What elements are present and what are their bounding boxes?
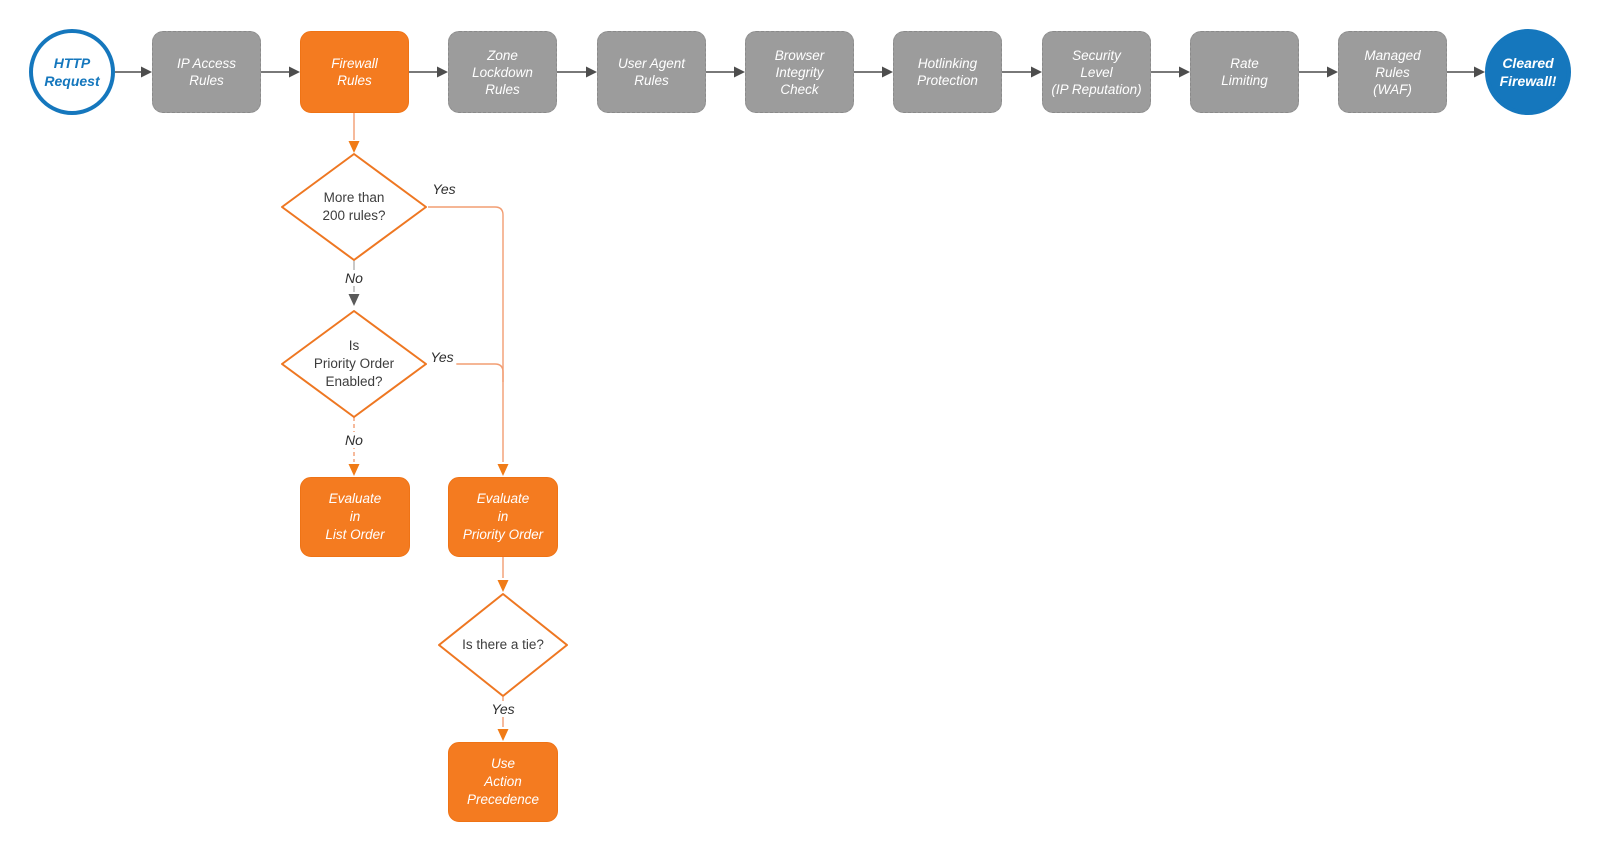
stage-security-level: Security Level (IP Reputation) [1042,31,1151,113]
stage-label: IP Access Rules [176,56,237,88]
stage-label: User Agent Rules [617,56,686,88]
decision-is-there-a-tie: Is there a tie? [436,592,570,698]
stage-firewall-rules: Firewall Rules [300,31,409,113]
edge-label-no-priority-order: No [342,432,366,448]
stage-label: Firewall Rules [331,56,378,88]
stage-zone-lockdown-rules: Zone Lockdown Rules [448,31,557,113]
stage-ip-access-rules: IP Access Rules [152,31,261,113]
stage-browser-integrity-check: Browser Integrity Check [745,31,854,113]
start-node-label: HTTP Request [44,55,100,89]
stage-label: Browser Integrity Check [774,47,825,97]
diamond-shape [281,310,427,418]
decision-more-than-200-rules: More than 200 rules? [279,152,429,262]
diamond-shape [281,153,427,261]
stage-label: Security Level (IP Reputation) [1051,47,1142,97]
decision-label: More than 200 rules? [322,190,386,223]
action-use-action-precedence: Use Action Precedence [448,742,558,822]
action-evaluate-list-order: Evaluate in List Order [300,477,410,557]
decision-label: Is Priority Order Enabled? [313,338,395,389]
stage-user-agent-rules: User Agent Rules [597,31,706,113]
action-evaluate-priority-order: Evaluate in Priority Order [448,477,558,557]
stage-label: Rate Limiting [1221,56,1268,88]
action-label: Evaluate in List Order [325,491,385,542]
stage-label: Managed Rules (WAF) [1364,47,1421,97]
stage-hotlinking-protection: Hotlinking Protection [893,31,1002,113]
diamond-shape [438,593,568,697]
stage-rate-limiting: Rate Limiting [1190,31,1299,113]
end-node-label: Cleared Firewall! [1499,55,1557,89]
stage-managed-rules-waf: Managed Rules (WAF) [1338,31,1447,113]
action-label: Use Action Precedence [466,756,540,807]
stage-label: Hotlinking Protection [917,56,978,88]
edge-label-yes-priority-order: Yes [427,349,457,365]
action-label: Evaluate in Priority Order [462,491,544,542]
stage-label: Zone Lockdown Rules [472,47,533,97]
edge-label-yes-more-rules: Yes [429,181,459,197]
decision-priority-order-enabled: Is Priority Order Enabled? [279,309,429,419]
end-node-cleared-firewall: Cleared Firewall! [1485,29,1571,115]
edge-label-no-more-rules: No [342,270,366,286]
start-node-http-request: HTTP Request [29,29,115,115]
decision-label: Is there a tie? [462,637,544,652]
edge-label-yes-tie: Yes [488,701,518,717]
